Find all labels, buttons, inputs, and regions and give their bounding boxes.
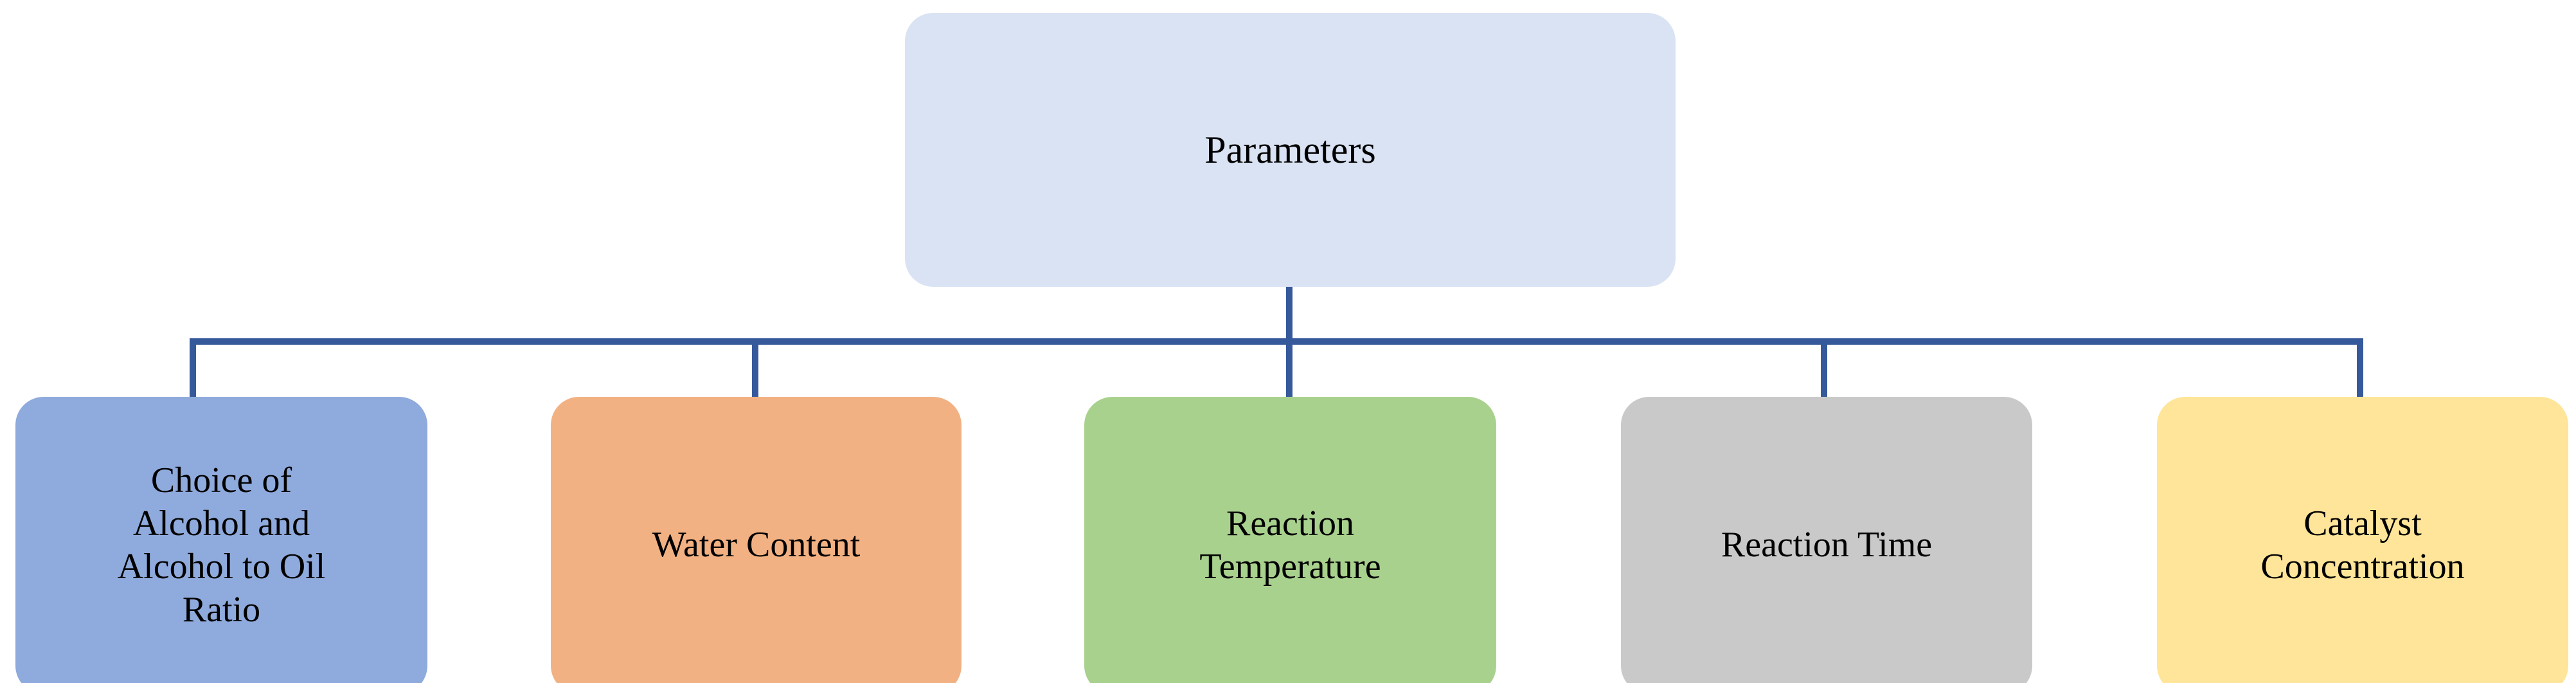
node-label-child-3: Reaction Time [1721, 525, 1933, 565]
node-label-root: Parameters [1204, 129, 1376, 171]
node-reaction-temperature[interactable]: Reaction Temperature [1084, 397, 1496, 683]
node-water-content[interactable]: Water Content [551, 397, 962, 683]
node-catalyst-concentration[interactable]: Catalyst Concentration [2157, 397, 2568, 683]
node-reaction-time[interactable]: Reaction Time [1621, 397, 2032, 683]
node-choice-of-alcohol-and-alcohol-to-oil-ratio[interactable]: Choice of Alcohol and Alcohol to Oil Rat… [15, 397, 427, 683]
node-label-child-0: Choice of Alcohol and Alcohol to Oil Rat… [117, 460, 326, 630]
node-parameters-root[interactable]: Parameters [905, 13, 1676, 287]
node-label-child-2: Reaction Temperature [1199, 503, 1381, 587]
node-label-child-4: Catalyst Concentration [2260, 503, 2465, 587]
node-label-child-1: Water Content [652, 525, 861, 565]
